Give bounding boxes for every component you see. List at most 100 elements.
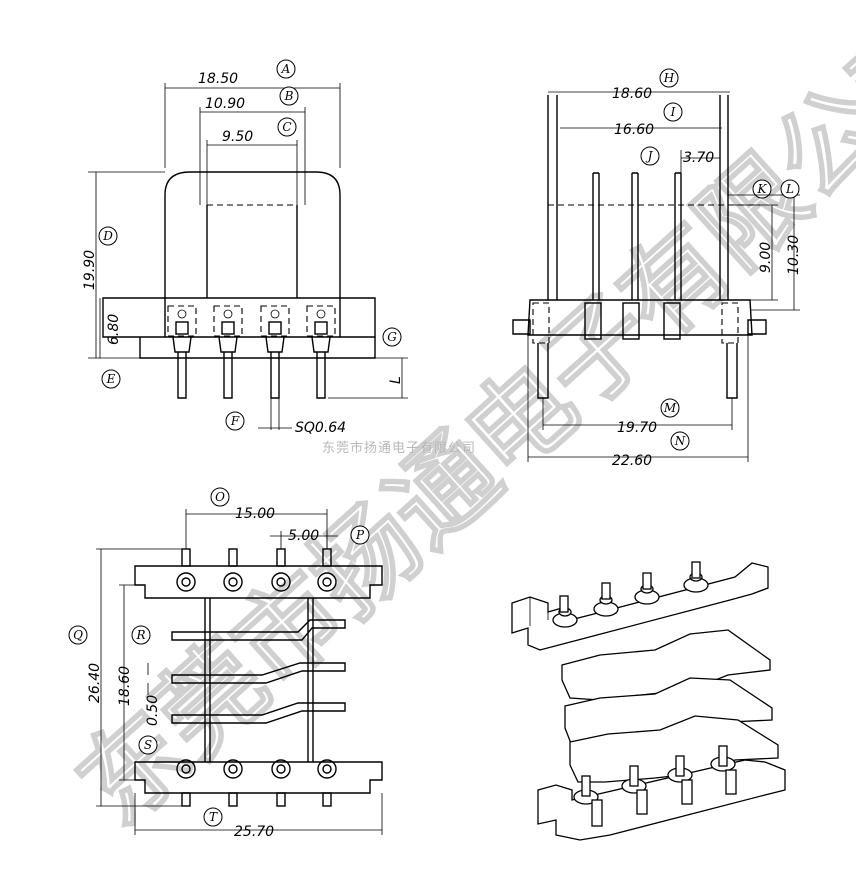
dimension-i: 16.60 I bbox=[560, 102, 722, 138]
label-p: P bbox=[355, 528, 365, 542]
pin-center bbox=[228, 577, 238, 587]
pin-hole bbox=[223, 309, 233, 319]
pin-ring bbox=[271, 759, 291, 779]
pin-lead bbox=[223, 352, 233, 399]
iso-pin-stem bbox=[629, 765, 639, 787]
label-k-circle bbox=[752, 179, 772, 199]
dim-j-value: 3.70 bbox=[683, 150, 714, 166]
side-view: 18.60 H 16.60 I 3.70 J 9.00 K 10.30 L bbox=[512, 68, 802, 469]
label-n: N bbox=[674, 434, 686, 448]
dimension-k: 9.00 K bbox=[728, 179, 778, 301]
dimension-pin: SQ0.64 F bbox=[225, 398, 346, 436]
pin-ring bbox=[271, 572, 291, 592]
side-pin-block bbox=[584, 302, 602, 340]
pin-ring bbox=[176, 572, 196, 592]
dim-m-value: 19.70 bbox=[617, 420, 657, 436]
label-g-circle bbox=[382, 327, 402, 347]
label-s-circle bbox=[138, 735, 158, 755]
dimension-t: 25.70 T bbox=[134, 793, 383, 840]
dimension-e: 6.80 E bbox=[99, 298, 122, 389]
label-b: B bbox=[284, 89, 294, 103]
pin-ring bbox=[176, 759, 196, 779]
iso-top-pins bbox=[552, 561, 709, 628]
label-j-circle bbox=[640, 146, 660, 166]
side-pin-block bbox=[622, 302, 640, 340]
label-m-circle bbox=[660, 398, 680, 418]
label-a: A bbox=[281, 62, 291, 76]
label-h-circle bbox=[659, 68, 679, 88]
pin-cell bbox=[167, 305, 197, 337]
isometric-view bbox=[511, 561, 786, 841]
dim-d-value: 19.90 bbox=[82, 250, 98, 290]
dimension-l-side: 10.30 L bbox=[728, 179, 802, 311]
side-flange bbox=[547, 95, 729, 300]
pin-stub bbox=[276, 792, 286, 807]
side-rails bbox=[204, 598, 314, 762]
pin-group bbox=[167, 305, 336, 399]
pin-stub bbox=[228, 548, 238, 567]
label-p-circle bbox=[350, 525, 370, 545]
pin-collar bbox=[265, 336, 285, 353]
pin-square bbox=[314, 321, 328, 335]
iso-pin-stem bbox=[642, 572, 652, 590]
pin-square bbox=[268, 321, 282, 335]
pin-ring bbox=[223, 759, 243, 779]
dimension-j: 3.70 J bbox=[640, 146, 720, 173]
pin-stub bbox=[228, 792, 238, 807]
base-body bbox=[102, 297, 376, 338]
label-t-circle bbox=[203, 807, 223, 827]
side-pin-block bbox=[663, 302, 681, 340]
pin-cell bbox=[260, 305, 290, 337]
pin-square bbox=[175, 321, 189, 335]
label-o-circle bbox=[210, 487, 230, 507]
label-c: C bbox=[282, 120, 291, 134]
side-plate bbox=[674, 172, 682, 300]
label-n-circle bbox=[670, 431, 690, 451]
iso-pin-lead bbox=[681, 779, 693, 805]
pin-center bbox=[322, 577, 332, 587]
label-j: J bbox=[645, 149, 654, 163]
pin-collar bbox=[311, 336, 331, 353]
dimension-h: 18.60 H bbox=[548, 68, 730, 102]
label-g: G bbox=[387, 330, 397, 344]
label-e-circle bbox=[101, 369, 121, 389]
label-l2-circle bbox=[780, 179, 800, 199]
plate-1 bbox=[171, 619, 346, 641]
label-d-circle bbox=[98, 226, 118, 246]
iso-pin-stem bbox=[691, 561, 701, 579]
plate-2 bbox=[171, 662, 346, 684]
label-f: F bbox=[230, 414, 240, 428]
dim-c-value: 9.50 bbox=[222, 129, 253, 145]
core-center-leg bbox=[206, 205, 298, 298]
dimension-m: 19.70 M bbox=[542, 398, 733, 436]
pin-center bbox=[276, 764, 286, 774]
label-h: H bbox=[663, 71, 675, 85]
pin-cell bbox=[213, 305, 243, 337]
pin-cell bbox=[306, 305, 336, 337]
pin-stub bbox=[181, 548, 191, 567]
iso-pin-stem bbox=[601, 582, 611, 600]
pin-hole bbox=[316, 309, 326, 319]
label-f-circle bbox=[225, 411, 245, 431]
dimension-o: 15.00 O bbox=[185, 487, 328, 549]
iso-pin-lead bbox=[636, 789, 648, 815]
pin-center bbox=[276, 577, 286, 587]
label-q: Q bbox=[73, 628, 83, 642]
side-pin-hidden bbox=[532, 302, 550, 344]
dimension-c: 9.50 C bbox=[206, 117, 298, 205]
label-s: S bbox=[144, 738, 152, 752]
dim-p-value: 5.00 bbox=[288, 528, 319, 544]
label-k: K bbox=[757, 182, 768, 196]
base-step bbox=[139, 337, 376, 359]
base-wall bbox=[164, 298, 341, 337]
label-r: R bbox=[135, 628, 145, 642]
iso-plate-1 bbox=[561, 629, 771, 701]
dim-b-value: 10.90 bbox=[205, 96, 245, 112]
pin-stub bbox=[322, 792, 332, 807]
iso-top-rail-edges bbox=[511, 597, 549, 633]
dimension-a: 18.50 A bbox=[164, 59, 341, 168]
iso-pin-stem bbox=[581, 775, 591, 797]
dim-l2-value: 10.30 bbox=[786, 235, 802, 275]
dim-e-value: 6.80 bbox=[106, 314, 122, 345]
